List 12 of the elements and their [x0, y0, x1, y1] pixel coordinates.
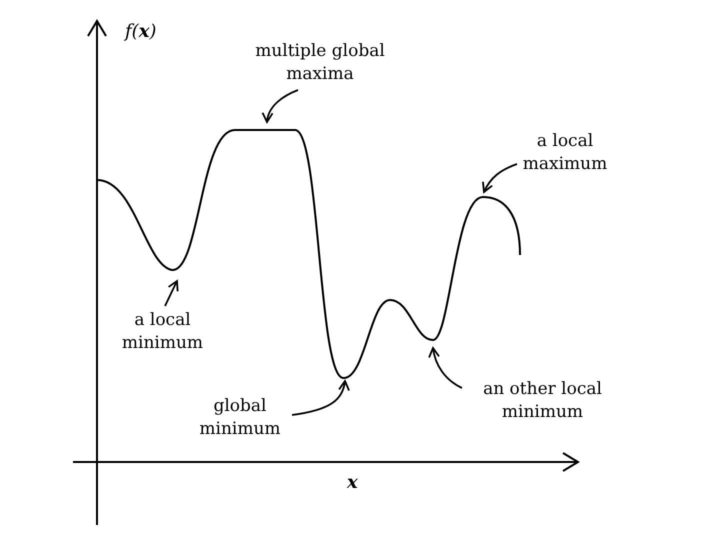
leader-arrow [292, 380, 350, 416]
annotation-text: an other local minimum [470, 378, 615, 424]
annotation-text: a local minimum [110, 309, 215, 355]
axis-label: f(x) [125, 21, 156, 42]
leader-arrow [262, 89, 298, 123]
leader-arrow [164, 280, 179, 306]
annotation-text: global minimum [185, 395, 295, 441]
leader-arrow [428, 347, 462, 389]
leader-arrow [482, 163, 518, 193]
annotation-text: a local maximum [505, 130, 625, 176]
annotation-text: multiple global maxima [240, 40, 400, 86]
axis-label: x [347, 472, 358, 493]
